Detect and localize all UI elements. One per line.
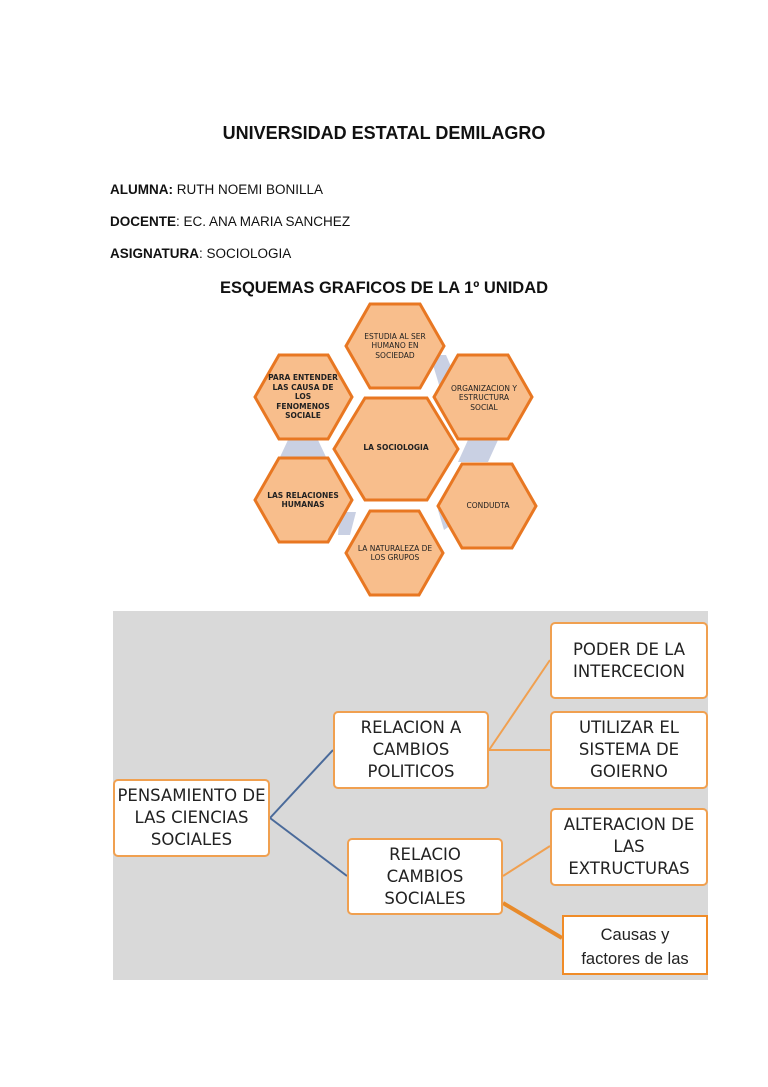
- docente-line: DOCENTE: EC. ANA MARIA SANCHEZ: [110, 214, 350, 229]
- connector: [501, 901, 564, 940]
- orange-connectors: [488, 659, 564, 940]
- hex-center-text: LA SOCIOLOGIA: [363, 443, 429, 453]
- asignatura-label: ASIGNATURA: [110, 246, 199, 261]
- hex-top-left-text: PARA ENTENDER LAS CAUSA DE LOS FENOMENOS…: [268, 373, 338, 421]
- hex-top-right-text: ORGANIZACION Y ESTRUCTURA SOCIAL: [451, 383, 517, 412]
- hex-bottom-left-text: LAS RELACIONES HUMANAS: [267, 490, 339, 510]
- alumna-label: ALUMNA:: [110, 182, 173, 197]
- docente-value: : EC. ANA MARIA SANCHEZ: [176, 214, 351, 229]
- connector: [458, 440, 498, 462]
- hex-top: [344, 302, 446, 390]
- hex-top-left: [253, 353, 354, 441]
- tree-leaf-poder: PODER DE LA INTERCECION: [550, 622, 708, 699]
- hex-right: [436, 462, 538, 550]
- connector: [488, 659, 551, 751]
- hex-top-text: ESTUDIA AL SER HUMANO EN SOCIEDAD: [364, 331, 426, 360]
- alumna-line: ALUMNA: RUTH NOEMI BONILLA: [110, 182, 323, 197]
- hex-bottom-text: LA NATURALEZA DE LOS GRUPOS: [357, 543, 433, 563]
- hex-center: [332, 396, 460, 502]
- tree-root: PENSAMIENTO DE LAS CIENCIAS SOCIALES: [113, 779, 270, 857]
- connector: [269, 817, 348, 877]
- connector: [269, 749, 334, 819]
- hex-bottom: [344, 509, 445, 597]
- hexagons: [253, 302, 538, 597]
- tree-branch-sociales: RELACIO CAMBIOS SOCIALES: [347, 838, 503, 915]
- asignatura-line: ASIGNATURA: SOCIOLOGIA: [110, 246, 291, 261]
- hex-bottom-left: [253, 456, 354, 544]
- connector: [502, 845, 551, 877]
- page-title: UNIVERSIDAD ESTATAL DEMILAGRO: [222, 123, 546, 143]
- alumna-value: RUTH NOEMI BONILLA: [173, 182, 324, 197]
- tree-leaf-causas: Causas y factores de las: [562, 915, 708, 975]
- tree-leaf-alteracion: ALTERACION DE LAS EXTRUCTURAS: [550, 808, 708, 886]
- blue-connectors: [269, 749, 348, 877]
- hex-right-text: CONDUDTA: [466, 501, 510, 511]
- hex-top-right: [432, 353, 534, 441]
- asignatura-value: : SOCIOLOGIA: [199, 246, 292, 261]
- connector: [280, 440, 326, 457]
- tree-leaf-utilizar: UTILIZAR EL SISTEMA DE GOIERNO: [550, 711, 708, 789]
- docente-label: DOCENTE: [110, 214, 177, 229]
- tree-branch-politicos: RELACION A CAMBIOS POLITICOS: [333, 711, 489, 789]
- section-subtitle: ESQUEMAS GRAFICOS DE LA 1º UNIDAD: [219, 279, 549, 297]
